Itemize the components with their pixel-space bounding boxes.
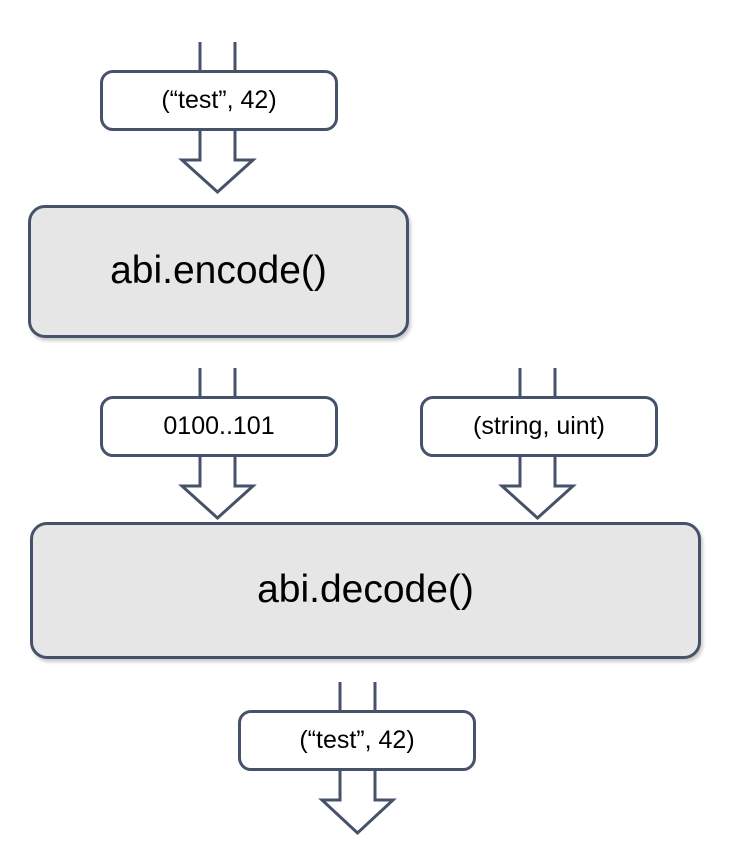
node-output-tuple: (“test”, 42)	[238, 710, 476, 771]
arrow-input-tuple-to-encode	[178, 127, 257, 195]
stub-into-type-tuple	[518, 368, 557, 400]
node-abi-encode-label: abi.encode()	[110, 249, 327, 293]
arrow-output-tuple-out	[318, 767, 397, 836]
node-output-tuple-label: (“test”, 42)	[299, 725, 415, 754]
stub-into-input-tuple	[198, 42, 237, 74]
node-abi-decode: abi.decode()	[30, 522, 701, 659]
node-input-tuple-label: (“test”, 42)	[161, 85, 277, 114]
node-encoded-bytes-label: 0100..101	[163, 411, 275, 440]
node-type-tuple-label: (string, uint)	[473, 411, 605, 440]
stub-into-encoded-bytes	[198, 368, 237, 400]
arrow-type-tuple-to-decode	[498, 453, 577, 521]
node-abi-decode-label: abi.decode()	[257, 568, 474, 612]
node-abi-encode: abi.encode()	[28, 205, 409, 338]
stub-into-output-tuple	[338, 682, 377, 714]
node-encoded-bytes: 0100..101	[100, 396, 338, 457]
node-input-tuple: (“test”, 42)	[100, 70, 338, 131]
arrow-encoded-bytes-to-decode	[178, 453, 257, 521]
node-type-tuple: (string, uint)	[420, 396, 658, 457]
